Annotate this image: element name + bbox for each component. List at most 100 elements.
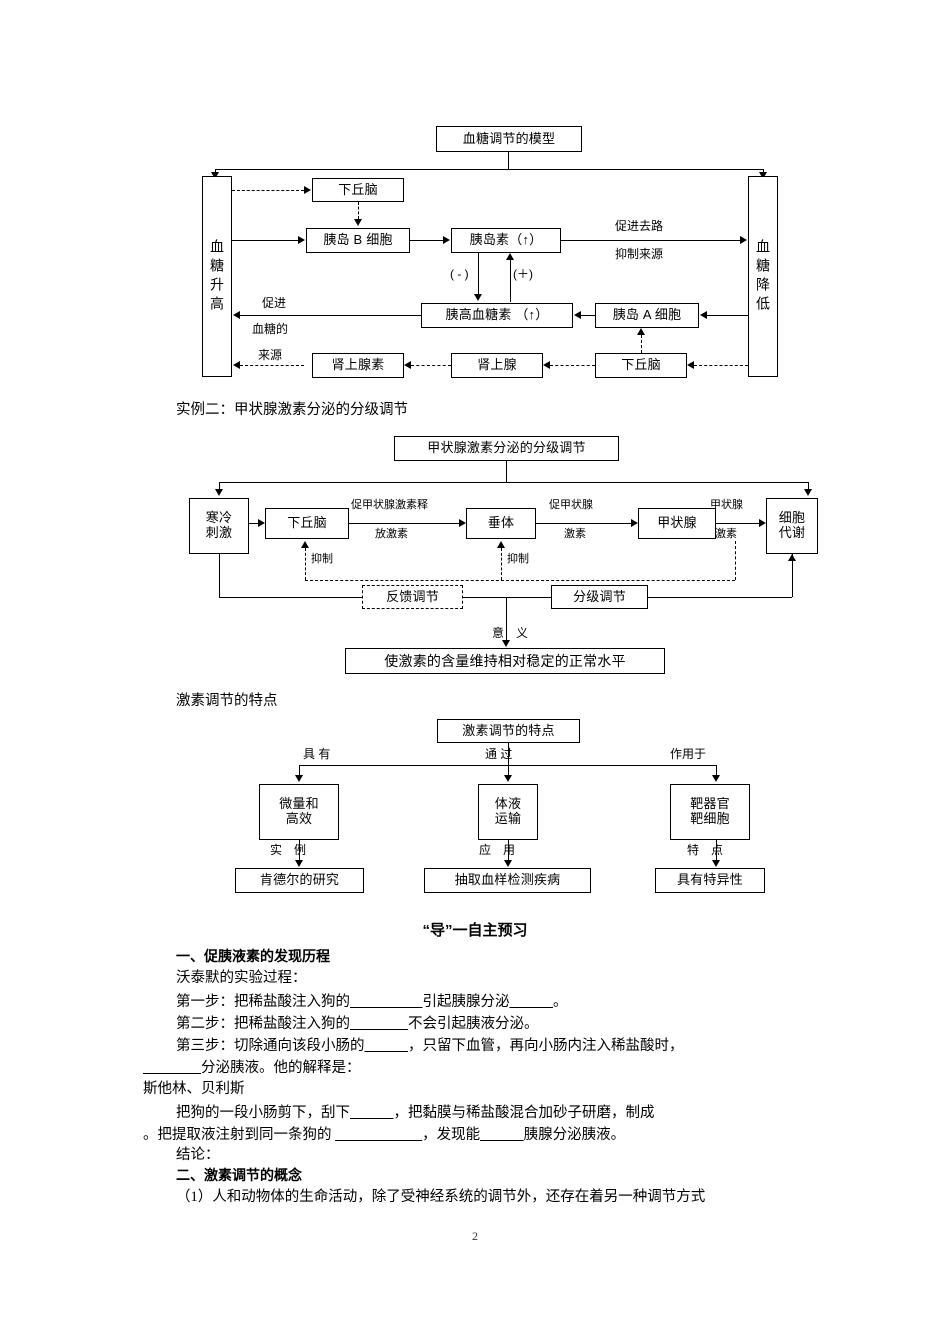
d2-node-thyroid: 甲状腺	[638, 508, 716, 539]
d1-label-promote-1: 促进	[262, 296, 287, 310]
step-2-blank-1: ＿＿＿＿	[350, 1016, 408, 1032]
d2-arrowhead-cellmeta-loop	[788, 554, 796, 561]
step-1-text-a: 第一步：把稀盐酸注入狗的	[176, 994, 350, 1010]
d1-line-insulin-to-right-col	[561, 240, 740, 241]
d3-title-box: 激素调节的特点	[437, 719, 580, 743]
para-b-text-2: ，发现能	[422, 1127, 481, 1143]
d1-label-promote-outlet: 促进去路	[615, 219, 664, 233]
d3-link-arrow-2	[712, 860, 720, 867]
d1-arrowhead-glucagon-right	[574, 311, 581, 319]
step-3-line: 第三步：切除通向该段小肠的＿＿＿，只留下血管，再向小肠内注入稀盐酸时，	[176, 1037, 684, 1055]
d1-dash-rightcol-to-hypo	[694, 365, 748, 366]
d2-node-feedback-regulation: 反馈调节	[362, 585, 463, 609]
d2-label-tsh-line1: 促甲状腺	[549, 499, 593, 511]
d1-node-insulin: 胰岛素（↑）	[451, 228, 561, 253]
step-3-continuation: ＿＿＿＿分泌胰液。他的解释是：	[143, 1059, 361, 1077]
d1-label-promote-2: 血糖的	[252, 322, 289, 336]
step-3-blank-2: ＿＿＿＿	[143, 1060, 201, 1076]
step-2-text-b: 不会引起胰液分泌。	[408, 1016, 539, 1032]
d3-drop-0	[299, 765, 300, 777]
d1-node-hypothalamus-top: 下丘脑	[312, 178, 404, 202]
d2-arrowhead-inhibit-pituitary	[497, 541, 505, 548]
d2-dash-inhibit-pituitary-stem	[501, 548, 502, 580]
d1-dash-hypo-to-gland	[550, 365, 595, 366]
d3-branch-bar	[299, 765, 716, 766]
conclusion-line: 结论：	[176, 1147, 220, 1163]
section-heading-2: 二、激素调节的概念	[176, 1167, 302, 1183]
d2-line-thyroid-to-cell	[716, 523, 759, 524]
d1-arrowhead-gland	[543, 361, 550, 369]
step-1-blank-2: ＿＿＿	[509, 994, 554, 1010]
d2-label-trh-line2: 放激素	[375, 528, 408, 540]
d2-label-inhibit-2: 抑制	[507, 553, 529, 565]
d1-line-isleta-to-glucagon	[581, 315, 595, 316]
d3-branch-label-1: 通 过	[485, 747, 513, 761]
d2-line-cold-to-hypo	[249, 523, 258, 524]
d3-link-label-1: 应 用	[479, 843, 516, 857]
d2-loop-left-to-feedback	[219, 597, 362, 598]
d1-line-isletb-to-insulin	[410, 240, 443, 241]
d1-arrowhead-insulin-plus	[506, 253, 514, 260]
step-3-text-c: 分泌胰液。他的解释是：	[201, 1060, 361, 1076]
step-1-blank-1: ＿＿＿＿＿	[350, 994, 423, 1010]
d2-label-th-line1: 甲状腺	[710, 499, 743, 511]
starling-para-line-1: 把狗的一段小肠剪下，刮下＿＿＿，把黏膜与稀盐酸混合加砂子研磨，制成	[176, 1104, 655, 1122]
d2-label-th-line2: 激素	[715, 528, 737, 540]
d1-left-column-blood-glucose-rise: 血糖升高	[202, 176, 232, 377]
d1-right-column-blood-glucose-fall: 血糖降低	[748, 176, 778, 377]
d2-node-significance: 使激素的含量维持相对稳定的正常水平	[345, 648, 665, 674]
d1-title-box: 血糖调节的模型	[436, 126, 582, 152]
para-b-text-1: 。把提取液注射到同一条狗的	[143, 1127, 336, 1143]
d1-arrow-to-right-col	[759, 172, 767, 179]
starling-para-line-2: 。把提取液注射到同一条狗的 ＿＿＿＿＿＿，发现能＿＿＿胰腺分泌胰液。	[143, 1126, 625, 1144]
d1-node-hypothalamus-bottom: 下丘脑	[595, 353, 687, 378]
d1-node-islet-b-cell: 胰岛 B 细胞	[306, 228, 410, 253]
d3-middle-box-1: 体液 运输	[478, 784, 538, 840]
d1-node-glucagon: 胰高血糖素 （↑）	[421, 303, 573, 328]
d2-loop-feedback-to-hier	[463, 597, 551, 598]
d2-arrowhead-thyroid	[631, 519, 638, 527]
step-3-blank-1: ＿＿＿	[364, 1038, 409, 1054]
d3-middle-box-2: 靶器官 靶细胞	[670, 784, 750, 840]
d1-dash-hypo-to-isleta	[641, 335, 642, 353]
d1-title-stem	[508, 152, 509, 169]
d2-arrow-to-cold	[215, 489, 223, 496]
d1-arrowhead-insulin	[443, 236, 450, 244]
d1-line-glucagon-to-leftcol	[240, 315, 421, 316]
features-intro-text: 激素调节的特点	[176, 693, 278, 709]
d3-bottom-box-2: 具有特异性	[655, 868, 765, 893]
d1-label-plus: (＋)	[513, 267, 533, 281]
d1-label-inhibit-source: 抑制来源	[615, 247, 664, 261]
para-a-blank: ＿＿＿	[350, 1105, 394, 1121]
para-a-text-2: ，把黏膜与稀盐酸混合加砂子研磨，制成	[393, 1105, 655, 1121]
d3-drop-2	[716, 765, 717, 777]
d2-loop-hier-to-right	[648, 597, 792, 598]
d2-label-meaning: 意 义	[491, 626, 528, 640]
d2-arrowhead-hypo	[258, 519, 265, 527]
d2-topbar-right-drop	[808, 482, 809, 491]
d3-drop-1	[508, 765, 509, 777]
d1-arrowhead-hypothalamus	[304, 186, 311, 194]
d1-line-glucagon-to-insulin	[510, 260, 511, 302]
walther-line: 沃泰默的实验过程：	[176, 970, 307, 986]
d2-title-stem	[506, 461, 507, 482]
d1-line-rightcol-to-isleta	[707, 315, 748, 316]
d2-line-pituitary-to-thyroid	[536, 523, 631, 524]
para-b-blank-1: ＿＿＿＿＿＿	[335, 1127, 423, 1143]
step-1-line: 第一步：把稀盐酸注入狗的＿＿＿＿＿引起胰腺分泌＿＿＿。	[176, 993, 568, 1011]
step-2-text-a: 第二步：把稀盐酸注入狗的	[176, 1016, 350, 1032]
d2-arrowhead-pituitary	[459, 519, 466, 527]
para-a-text-1: 把狗的一段小肠剪下，刮下	[176, 1105, 350, 1121]
step-2-line: 第二步：把稀盐酸注入狗的＿＿＿＿不会引起胰液分泌。	[176, 1015, 539, 1033]
d2-dash-feedback-riser	[735, 541, 736, 580]
d2-arrowhead-meaning	[502, 640, 510, 647]
concept-item-1: （1）人和动物体的生命活动，除了受神经系统的调节外，还存在着另一种调节方式	[176, 1189, 706, 1205]
step-1-text-b: 引起胰腺分泌	[422, 994, 510, 1010]
d1-label-promote-3: 来源	[258, 348, 283, 362]
d1-arrowhead-glucagon-minus	[474, 294, 482, 301]
d1-arrow-to-left-col	[211, 172, 219, 179]
scientists-name-line: 斯他林、贝利斯	[143, 1081, 245, 1097]
d2-meaning-stem	[506, 597, 507, 640]
d3-title-stem	[508, 743, 509, 765]
